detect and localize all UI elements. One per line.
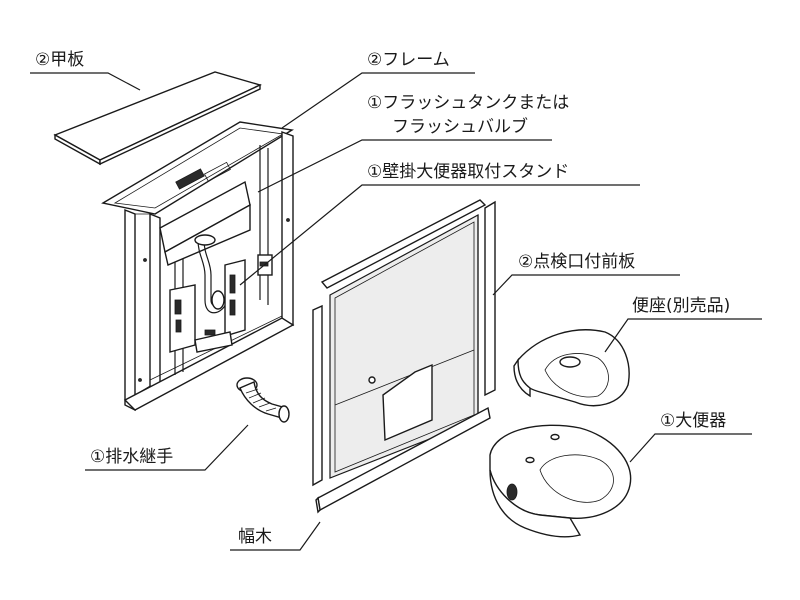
label-flush-tank-line1: ①フラッシュタンクまたは — [367, 93, 570, 113]
label-flush-tank-line2: フラッシュバルブ — [392, 117, 528, 137]
label-seat: 便座(別売品) — [632, 296, 731, 316]
label-top-plate: ②甲板 — [35, 50, 85, 70]
top-plate-part — [53, 71, 262, 166]
frame-part — [101, 121, 295, 412]
label-stand: ①壁掛大便器取付スタンド — [367, 162, 570, 182]
baseboard-part — [315, 406, 491, 514]
leader-lines — [30, 72, 762, 551]
access-panel-part — [312, 199, 496, 487]
label-frame: ②フレーム — [367, 50, 450, 70]
label-drain-joint: ①排水継手 — [90, 447, 174, 467]
label-access-panel: ②点検口付前板 — [518, 252, 636, 272]
toilet-seat-part — [513, 329, 630, 407]
toilet-bowl-part — [489, 424, 632, 538]
label-baseboard: 幅木 — [238, 527, 272, 547]
drain-joint-part — [236, 377, 290, 423]
label-toilet: ①大便器 — [660, 411, 727, 431]
